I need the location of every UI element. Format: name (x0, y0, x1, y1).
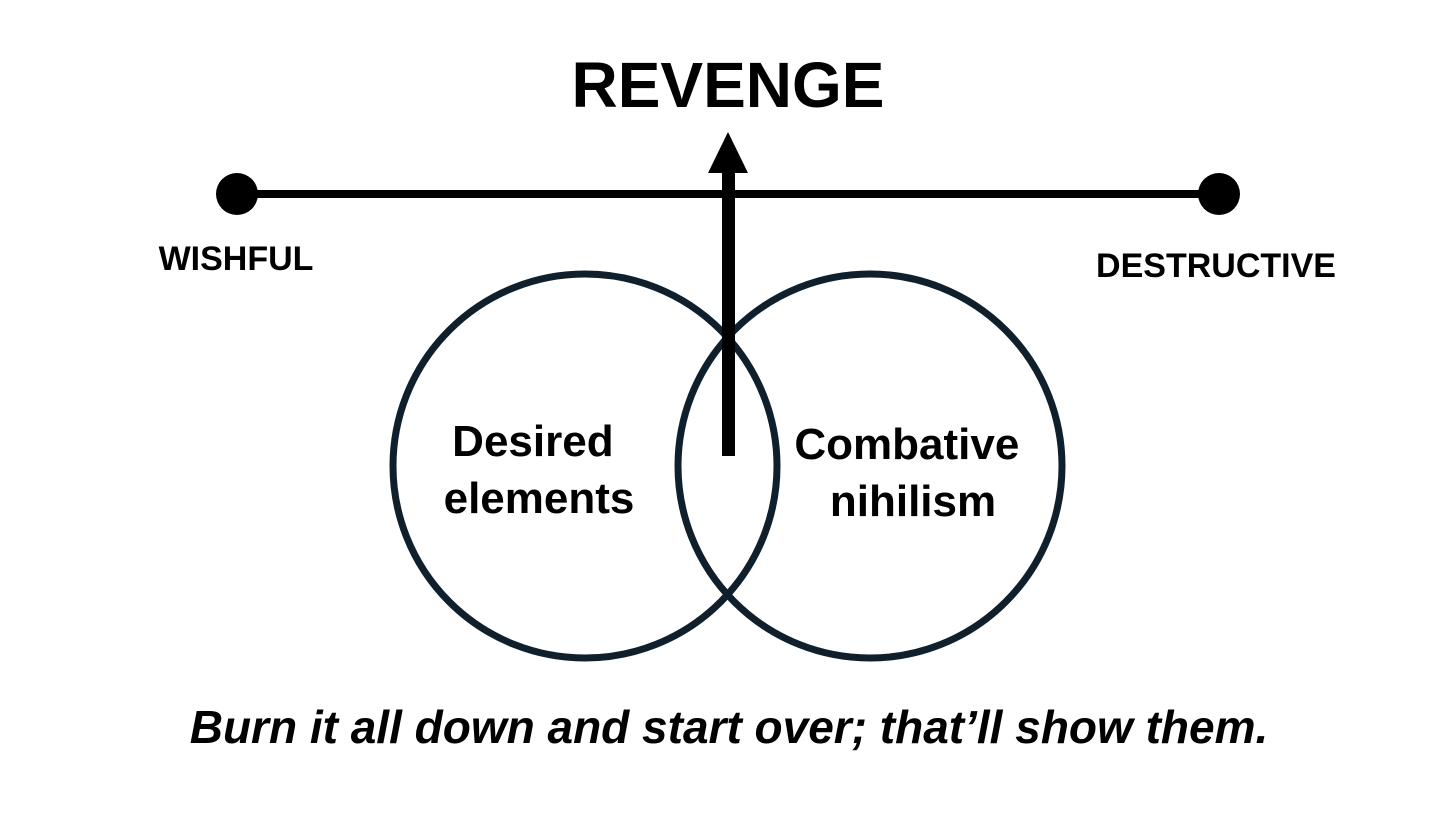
venn-left-circle (389, 270, 781, 662)
venn-right-label-line2: nihilism (830, 477, 996, 526)
revenge-arrow (708, 132, 748, 456)
venn-right-circle (674, 270, 1066, 662)
venn-left-label-line1: Desired (452, 417, 613, 466)
venn-right-label-line1: Combative (794, 420, 1019, 469)
spectrum-left-label: WISHFUL (159, 240, 314, 278)
arrow-head (708, 132, 748, 173)
spectrum-right-label: DESTRUCTIVE (1096, 247, 1336, 285)
diagram-caption: Burn it all down and start over; that’ll… (190, 701, 1269, 753)
spectrum-right-endpoint (1198, 173, 1240, 215)
venn-diagram (389, 270, 1066, 662)
spectrum-left-endpoint (216, 173, 258, 215)
venn-right-label: Combative nihilism (794, 420, 1031, 526)
venn-left-label: Desired elements (444, 417, 635, 523)
arrow-shaft (722, 170, 735, 456)
venn-left-label-line2: elements (444, 474, 635, 523)
diagram-title: REVENGE (572, 49, 885, 121)
